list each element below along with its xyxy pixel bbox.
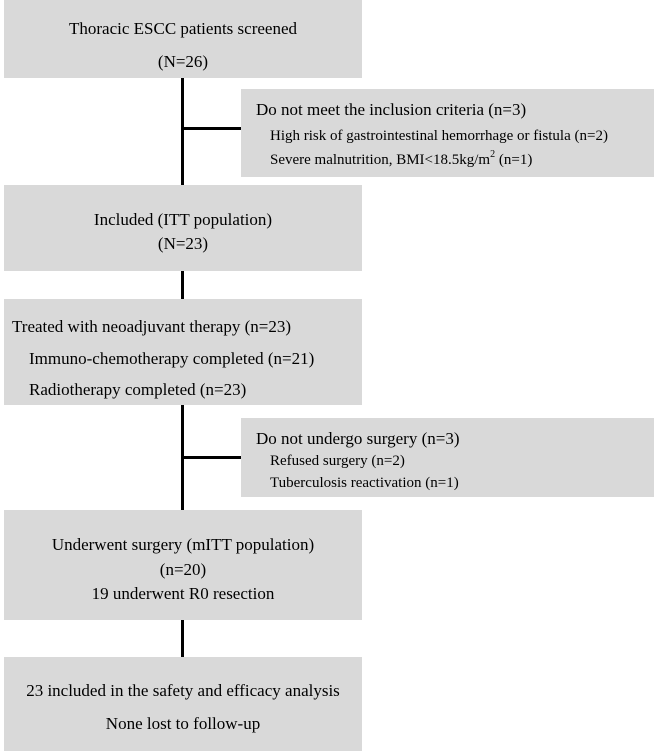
connector-screened-included xyxy=(181,78,184,185)
analysis-followup: None lost to follow-up xyxy=(105,714,261,733)
connector-included-treated xyxy=(181,271,184,299)
connector-to-exclusion1 xyxy=(181,127,241,130)
exclusion-box-surgery: Do not undergo surgery (n=3) Refused sur… xyxy=(241,418,654,497)
treated-radio: Radiotherapy completed (n=23) xyxy=(29,380,247,399)
surgery-title: Underwent surgery (mITT population) xyxy=(51,535,315,554)
surgery-count: (n=20) xyxy=(159,560,207,579)
exclusion-box-criteria: Do not meet the inclusion criteria (n=3)… xyxy=(241,89,654,177)
exclusion-surgery-title: Do not undergo surgery (n=3) xyxy=(256,429,460,448)
exclusion-criteria-title: Do not meet the inclusion criteria (n=3) xyxy=(256,100,527,119)
screened-count: (N=26) xyxy=(157,52,209,71)
treated-immuno: Immuno-chemotherapy completed (n=21) xyxy=(29,349,315,368)
exclusion-item-hemorrhage: High risk of gastrointestinal hemorrhage… xyxy=(270,128,608,144)
connector-surgery-analysis xyxy=(181,620,184,657)
surgery-box: Underwent surgery (mITT population) (n=2… xyxy=(4,510,362,620)
connector-to-exclusion2 xyxy=(181,456,241,459)
exclusion-item-refused: Refused surgery (n=2) xyxy=(270,453,405,469)
treated-box: Treated with neoadjuvant therapy (n=23) … xyxy=(4,299,362,405)
analysis-title: 23 included in the safety and efficacy a… xyxy=(26,681,340,700)
included-title: Included (ITT population) xyxy=(93,210,273,229)
screened-title: Thoracic ESCC patients screened xyxy=(68,19,297,38)
treated-title: Treated with neoadjuvant therapy (n=23) xyxy=(12,317,291,336)
included-box: Included (ITT population) (N=23) xyxy=(4,185,362,271)
exclusion-item-malnutrition: Severe malnutrition, BMI<18.5kg/m2 (n=1) xyxy=(270,149,533,168)
surgery-r0: 19 underwent R0 resection xyxy=(91,584,275,603)
screened-box: Thoracic ESCC patients screened (N=26) xyxy=(4,0,362,78)
included-count: (N=23) xyxy=(157,234,209,253)
exclusion-item-tuberculosis: Tuberculosis reactivation (n=1) xyxy=(270,475,459,491)
analysis-box: 23 included in the safety and efficacy a… xyxy=(4,657,362,751)
